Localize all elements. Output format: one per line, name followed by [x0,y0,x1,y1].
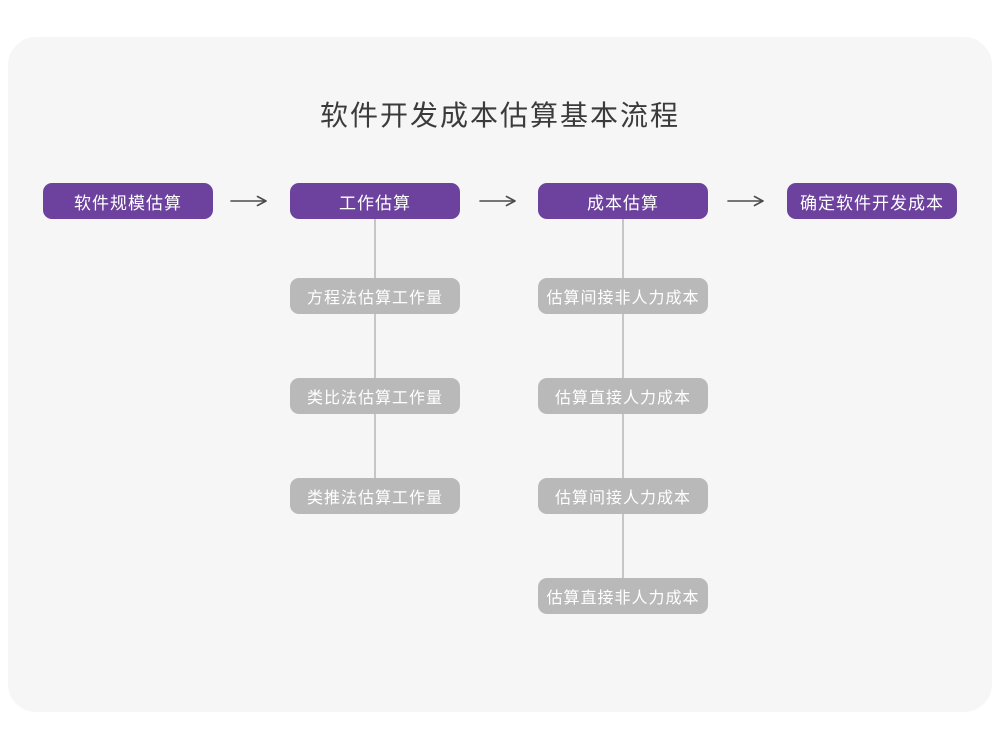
sub-node-direct-nonlabor-cost: 估算直接非人力成本 [538,578,708,614]
sub-node-label: 方程法估算工作量 [306,290,443,307]
sub-node-extrapolation-method: 类推法估算工作量 [290,478,460,514]
sub-node-label: 类比法估算工作量 [306,390,443,407]
diagram-title: 软件开发成本估算基本流程 [319,100,680,131]
flow-node-work-estimation: 工作估算 [290,183,460,219]
arrow-right-icon [230,195,267,207]
flow-node-label: 工作估算 [339,193,411,213]
sub-node-label: 估算直接人力成本 [554,390,691,407]
flow-node-software-scale-estimation: 软件规模估算 [43,183,213,219]
flow-node-label: 成本估算 [587,193,659,213]
sub-node-label: 估算间接人力成本 [554,490,691,507]
flow-node-determine-dev-cost: 确定软件开发成本 [787,183,957,219]
sub-node-label: 估算直接非人力成本 [546,590,700,607]
sub-node-equation-method: 方程法估算工作量 [290,278,460,314]
flow-node-label: 确定软件开发成本 [800,193,944,213]
arrow-right-icon [727,195,764,207]
sub-node-indirect-labor-cost: 估算间接人力成本 [538,478,708,514]
flow-node-cost-estimation: 成本估算 [538,183,708,219]
diagram-card [8,37,992,712]
sub-node-analogy-method: 类比法估算工作量 [290,378,460,414]
connector-line-work [374,219,376,491]
sub-node-label: 估算间接非人力成本 [546,290,700,307]
arrow-right-icon [479,195,516,207]
sub-node-label: 类推法估算工作量 [306,490,443,507]
sub-node-indirect-nonlabor-cost: 估算间接非人力成本 [538,278,708,314]
sub-node-direct-labor-cost: 估算直接人力成本 [538,378,708,414]
flow-node-label: 软件规模估算 [74,193,182,213]
